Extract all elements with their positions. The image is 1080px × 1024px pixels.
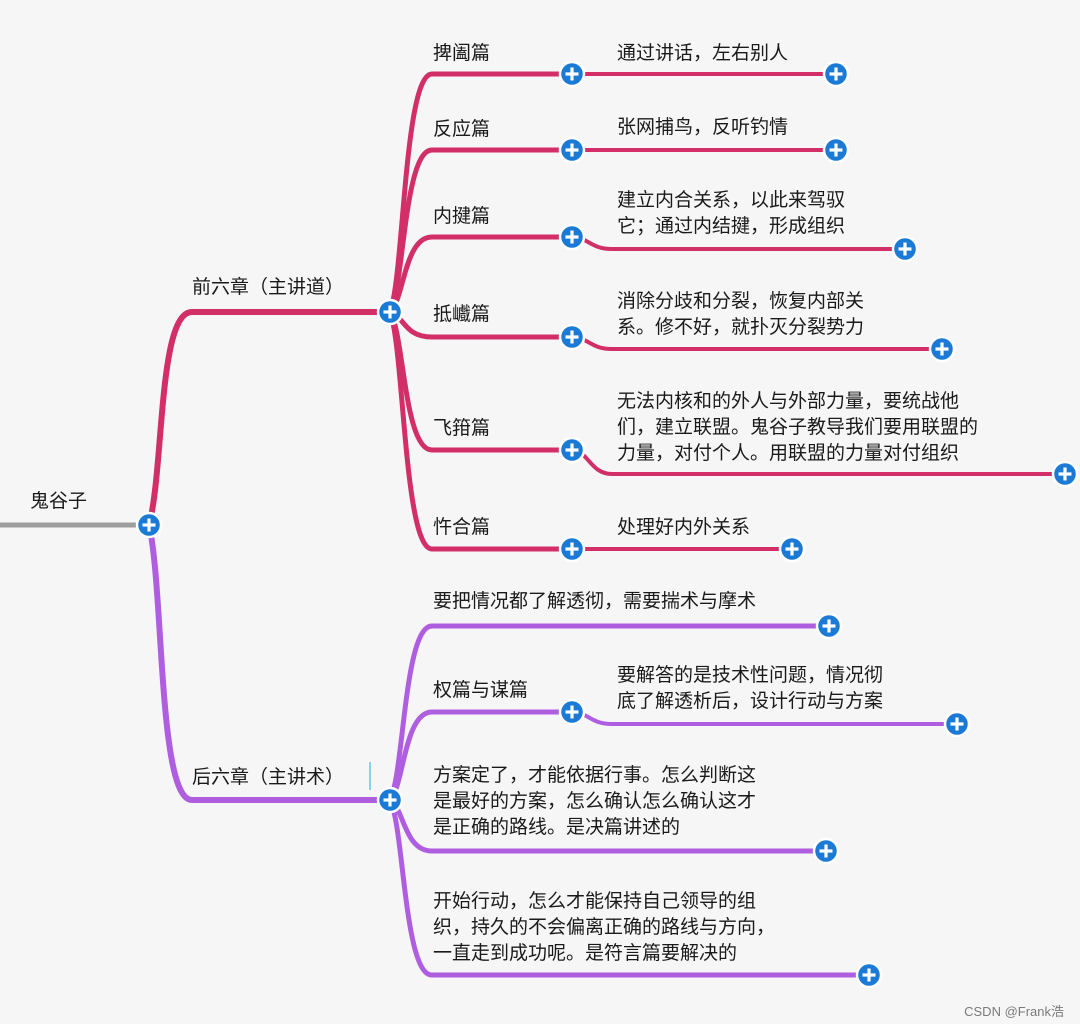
- topic-jue[interactable]: 方案定了，才能依据行事。怎么判断这 是最好的方案，怎么确认怎么确认这才 是正确的…: [433, 762, 756, 840]
- topic-line: 开始行动，怎么才能保持自己领导的组: [433, 890, 757, 912]
- expand-detail-wuhe-button[interactable]: [778, 535, 806, 563]
- detail-line: 力量，对付个人。用联盟的力量对付组织: [617, 442, 960, 464]
- chapter-label-dixi[interactable]: 抵巇篇: [433, 303, 491, 325]
- connector-second-branch: [146, 522, 393, 803]
- chapter-detail-fanying[interactable]: 张网捕鸟，反听钓情: [617, 114, 788, 140]
- detail-line: 底了解透析后，设计行动与方案: [617, 690, 884, 712]
- expand-chapter-baihe-button[interactable]: [558, 60, 586, 88]
- detail-line: 要解答的是技术性问题，情况彻: [617, 664, 884, 686]
- expand-chapter-fanying-button[interactable]: [558, 136, 586, 164]
- chapter-label-fanying[interactable]: 反应篇: [433, 118, 491, 140]
- detail-line: 消除分歧和分裂，恢复内部关: [617, 290, 865, 312]
- chapter-detail-neijian[interactable]: 建立内合关系，以此来驾驭 它；通过内结揵，形成组织: [617, 187, 845, 239]
- topic-line: 一直走到成功呢。是符言篇要解决的: [433, 942, 738, 964]
- expand-item-quanmou-button[interactable]: [558, 698, 586, 726]
- detail-line: 建立内合关系，以此来驾驭: [617, 189, 846, 211]
- detail-line: 它；通过内结揵，形成组织: [617, 215, 846, 237]
- watermark: CSDN @Frank浩: [964, 1004, 1064, 1019]
- chapter-detail-feiqian[interactable]: 无法内核和的外人与外部力量，要统战他 们，建立联盟。鬼谷子教导我们要用联盟的 力…: [617, 388, 978, 466]
- detail-line: 张网捕鸟，反听钓情: [617, 116, 789, 138]
- topic-line: 织，持久的不会偏离正确的路线与方向，: [433, 916, 776, 938]
- expand-chapter-neijian-button[interactable]: [558, 223, 586, 251]
- detail-line: 们，建立联盟。鬼谷子教导我们要用联盟的: [617, 416, 979, 438]
- branch-second-label[interactable]: 后六章（主讲术）: [192, 766, 345, 788]
- connector-chapter-fanying: [387, 147, 575, 315]
- topic-line: 是最好的方案，怎么确认怎么确认这才: [433, 790, 757, 812]
- chapter-label-neijian[interactable]: 内揵篇: [433, 205, 491, 227]
- text-cursor: [369, 762, 371, 790]
- topic-line: 方案定了，才能依据行事。怎么判断这: [433, 764, 757, 786]
- expand-detail-fanying-button[interactable]: [822, 136, 850, 164]
- expand-detail-baihe-button[interactable]: [822, 60, 850, 88]
- expand-item-fuyan-button[interactable]: [855, 961, 883, 989]
- topic-line: 是正确的路线。是决篇讲述的: [433, 816, 681, 838]
- topic-line: 要把情况都了解透彻，需要揣术与摩术: [433, 590, 757, 612]
- root-node-label[interactable]: 鬼谷子: [30, 490, 88, 512]
- connector-first-branch: [146, 309, 393, 528]
- expand-detail-neijian-button[interactable]: [891, 235, 919, 263]
- connector-item-chuaimo: [387, 623, 832, 803]
- detail-line: 处理好内外关系: [617, 516, 751, 538]
- expand-chapter-dixi-button[interactable]: [558, 323, 586, 351]
- chapter-label-feiqian[interactable]: 飞箝篇: [433, 417, 491, 439]
- expand-detail-feiqian-button[interactable]: [1051, 460, 1079, 488]
- expand-detail-quanmou-button[interactable]: [943, 710, 971, 738]
- chapter-label-quanmou[interactable]: 权篇与谋篇: [433, 679, 529, 701]
- chapter-detail-baihe[interactable]: 通过讲话，左右别人: [617, 40, 788, 66]
- detail-line: 系。修不好，就扑灭分裂势力: [617, 316, 865, 338]
- expand-detail-dixi-button[interactable]: [928, 335, 956, 363]
- chapter-label-wuhe[interactable]: 忤合篇: [433, 516, 491, 538]
- connector-chapter-baihe: [387, 71, 575, 315]
- chapter-label-baihe[interactable]: 捭阖篇: [433, 42, 491, 64]
- expand-chapter-wuhe-button[interactable]: [558, 535, 586, 563]
- branch-first-label[interactable]: 前六章（主讲道）: [192, 276, 345, 298]
- detail-line: 无法内核和的外人与外部力量，要统战他: [617, 390, 960, 412]
- connector-chapter-wuhe: [387, 309, 575, 552]
- topic-fuyan[interactable]: 开始行动，怎么才能保持自己领导的组 织，持久的不会偏离正确的路线与方向， 一直走…: [433, 888, 775, 966]
- expand-chapter-feiqian-button[interactable]: [558, 436, 586, 464]
- connector-item-fuyan: [387, 797, 872, 978]
- chapter-detail-quanmou[interactable]: 要解答的是技术性问题，情况彻 底了解透析后，设计行动与方案: [617, 662, 883, 714]
- expand-item-chuaimo-button[interactable]: [815, 612, 843, 640]
- chapter-detail-wuhe[interactable]: 处理好内外关系: [617, 514, 750, 540]
- detail-line: 通过讲话，左右别人: [617, 42, 789, 64]
- expand-item-jue-button[interactable]: [812, 837, 840, 865]
- topic-chuaimo[interactable]: 要把情况都了解透彻，需要揣术与摩术: [433, 588, 756, 614]
- expand-root-button[interactable]: [135, 511, 163, 539]
- chapter-detail-dixi[interactable]: 消除分歧和分裂，恢复内部关 系。修不好，就扑灭分裂势力: [617, 288, 864, 340]
- expand-second-branch-button[interactable]: [376, 786, 404, 814]
- expand-first-branch-button[interactable]: [376, 298, 404, 326]
